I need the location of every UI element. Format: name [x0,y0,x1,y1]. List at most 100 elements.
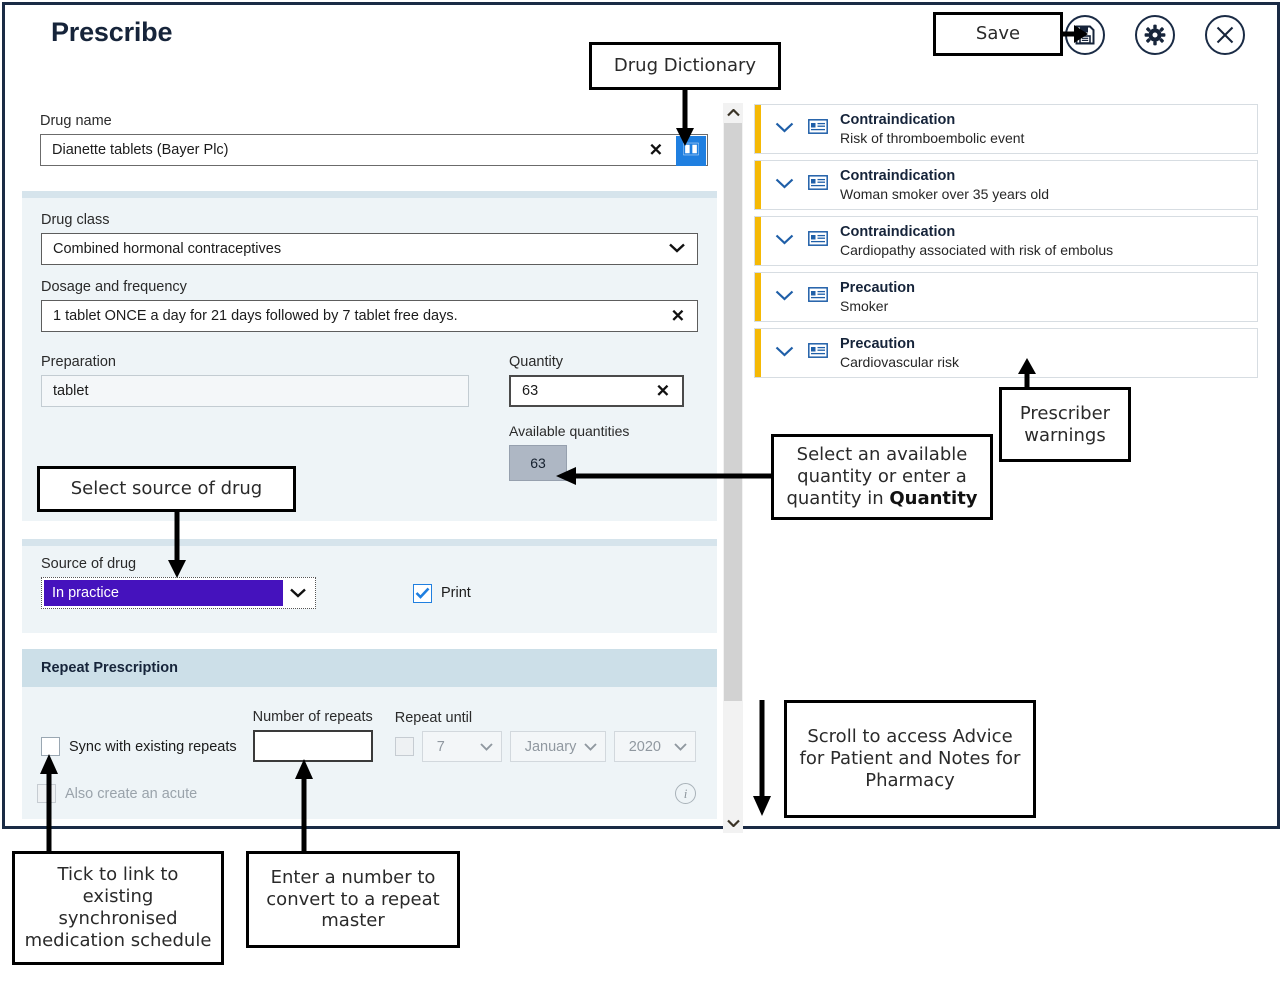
annotation-arrow-select-quantity [556,467,772,485]
drug-class-value: Combined hormonal contraceptives [53,241,282,257]
gear-icon [1144,24,1166,46]
drug-name-label: Drug name [40,113,112,129]
drug-class-label: Drug class [41,212,110,228]
warning-text: Contraindication Woman smoker over 35 ye… [840,167,1049,203]
chevron-down-icon[interactable] [775,120,794,138]
warning-detail: Smoker [840,297,889,314]
close-button[interactable] [1205,15,1245,55]
repeat-until-label: Repeat until [394,710,473,726]
annotation-drug-dictionary: Drug Dictionary [589,42,781,90]
scrollbar-thumb[interactable] [724,123,742,701]
repeat-until-group: Repeat until 7 January [394,710,696,762]
warning-card[interactable]: Contraindication Risk of thromboembolic … [754,104,1258,154]
repeat-until-day-select[interactable]: 7 [421,731,502,762]
quantity-field-group: Quantity 63 ✕ Available quantities 63 [509,354,684,481]
sync-checkbox[interactable] [41,737,60,756]
chevron-down-icon [669,240,685,258]
scroll-down-arrow-icon[interactable] [723,813,743,833]
print-checkbox[interactable] [413,583,432,603]
chevron-down-icon[interactable] [775,176,794,194]
sync-label: Sync with existing repeats [69,738,237,755]
chevron-down-icon[interactable] [775,288,794,306]
source-of-drug-select[interactable]: In practice [41,577,316,609]
warning-card[interactable]: Precaution Cardiovascular risk [754,328,1258,378]
settings-button[interactable] [1135,15,1175,55]
quantity-label: Quantity [509,354,563,370]
warning-text: Contraindication Risk of thromboembolic … [840,111,1024,147]
drug-name-clear-icon[interactable]: ✕ [648,140,663,160]
annotation-enter-number: Enter a number to convert to a repeat ma… [246,851,460,948]
form-scrollbar[interactable] [723,103,743,833]
close-x-icon [1214,24,1236,46]
drug-class-select[interactable]: Combined hormonal contraceptives [41,233,698,265]
annotation-arrow-select-source [168,510,186,578]
warning-card[interactable]: Contraindication Cardiopathy associated … [754,216,1258,266]
annotation-prescriber-warnings: Prescriber warnings [999,387,1131,462]
chevron-down-icon[interactable] [775,232,794,250]
annotation-arrow-save [1062,25,1088,43]
book-icon [682,141,700,162]
dosage-input[interactable]: 1 tablet ONCE a day for 21 days followed… [41,300,698,332]
page-title: Prescribe [51,17,173,47]
warning-type: Contraindication [840,167,956,184]
chevron-down-icon[interactable] [775,344,794,362]
warning-type: Contraindication [840,223,956,240]
source-of-drug-label: Source of drug [41,556,137,572]
print-checkbox-row[interactable]: Print [413,583,471,603]
drug-dictionary-button[interactable] [676,136,706,166]
dosage-label: Dosage and frequency [41,279,187,295]
id-card-icon [808,287,828,307]
chevron-down-icon[interactable] [283,580,313,606]
warning-card[interactable]: Precaution Smoker [754,272,1258,322]
id-card-icon [808,343,828,363]
repeat-until-month-value: January [524,738,577,755]
preparation-field-group: Preparation tablet [41,354,469,481]
dosage-value: 1 tablet ONCE a day for 21 days followed… [53,308,458,324]
repeat-until-checkbox[interactable] [394,737,414,756]
quantity-input[interactable]: 63 ✕ [509,375,684,407]
annotation-arrow-enter-number [295,759,313,853]
annotation-prescriber-warnings-text: Prescriber warnings [1019,402,1111,446]
available-quantity-option[interactable]: 63 [509,445,567,481]
drug-name-field-group: Drug name Dianette tablets (Bayer Plc) ✕ [40,113,708,166]
annotation-arrow-prescriber-warnings [1018,358,1036,390]
repeat-until-year-select[interactable]: 2020 [613,731,696,762]
warning-type: Contraindication [840,111,956,128]
dosage-clear-icon[interactable]: ✕ [670,306,685,326]
number-of-repeats-label: Number of repeats [252,709,373,725]
annotation-tick-sync: Tick to link to existing synchronised me… [12,851,224,965]
source-of-drug-panel: Source of drug In practice Print [22,539,717,633]
drug-name-input[interactable]: Dianette tablets (Bayer Plc) ✕ [40,134,708,166]
severity-bar [755,329,761,377]
number-of-repeats-input[interactable] [252,730,373,762]
preparation-input: tablet [41,375,469,407]
severity-bar [755,105,761,153]
id-card-icon [808,119,828,139]
annotation-select-source: Select source of drug [37,466,296,512]
number-of-repeats-group: Number of repeats [252,709,373,762]
source-of-drug-value: In practice [44,580,283,606]
annotation-select-quantity-pre: Select an available quantity or enter a … [786,444,968,509]
also-acute-label: Also create an acute [65,785,198,802]
annotation-arrow-tick-sync [40,754,58,852]
repeat-until-month-select[interactable]: January [509,731,606,762]
chevron-down-icon [480,739,493,755]
severity-bar [755,273,761,321]
warning-text: Contraindication Cardiopathy associated … [840,223,1113,259]
info-icon[interactable]: i [675,783,696,804]
sync-checkbox-row[interactable]: Sync with existing repeats [41,737,237,756]
repeat-prescription-panel: Repeat Prescription Sync with existing r… [22,649,717,819]
warning-text: Precaution Cardiovascular risk [840,335,959,371]
chevron-down-icon [584,739,597,755]
warning-detail: Cardiovascular risk [840,353,960,370]
annotation-arrow-scroll [753,700,771,816]
annotation-select-quantity-text: Select an available quantity or enter a … [782,444,982,510]
warning-card[interactable]: Contraindication Woman smoker over 35 ye… [754,160,1258,210]
print-label: Print [441,585,471,601]
quantity-clear-icon[interactable]: ✕ [655,381,670,401]
drug-name-value: Dianette tablets (Bayer Plc) [52,142,229,158]
severity-bar [755,217,761,265]
preparation-value: tablet [53,383,89,399]
warning-type: Precaution [840,279,915,296]
scroll-up-arrow-icon[interactable] [723,103,743,123]
